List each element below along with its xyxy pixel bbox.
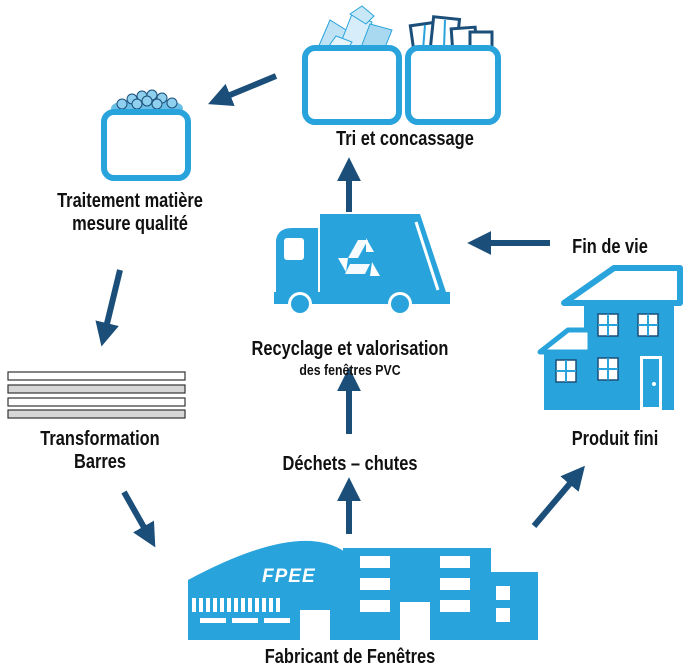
arrow-bars-to-factory: [121, 490, 156, 548]
recycle-symbol-icon: [338, 238, 380, 276]
label-traitement-line2: mesure qualité: [72, 213, 188, 235]
label-produit-fini: Produit fini: [571, 428, 659, 450]
label-recyclage-line2: des fenêtres PVC: [299, 362, 401, 379]
label-transformation-line2: Barres: [74, 451, 126, 473]
label-fabricant-fenetres: Fabricant de Fenêtres: [264, 646, 436, 668]
recycling-truck-icon: [274, 214, 450, 316]
label-tri-concassage: Tri et concassage: [336, 128, 474, 150]
label-fin-de-vie: Fin de vie: [572, 236, 648, 258]
house-icon: [537, 265, 683, 410]
bin-glass-icon: [302, 5, 402, 125]
bin-windows-icon: [405, 15, 501, 125]
label-traitement-line1: Traitement matière: [57, 190, 203, 212]
factory-icon: FPEE: [188, 540, 538, 640]
bin-granules-icon: [101, 89, 191, 181]
factory-sign: FPEE: [262, 566, 316, 587]
arrow-tri-to-traitement: [208, 73, 278, 107]
label-recyclage-line1: Recyclage et valorisation: [251, 338, 449, 360]
arrow-traitement-to-bars: [95, 269, 123, 347]
arrow-factory-to-produit: [531, 465, 585, 528]
label-transformation-line1: Transformation: [40, 428, 160, 450]
pvc-bars-icon: [7, 371, 186, 419]
label-dechets-chutes: Déchets – chutes: [282, 453, 418, 475]
